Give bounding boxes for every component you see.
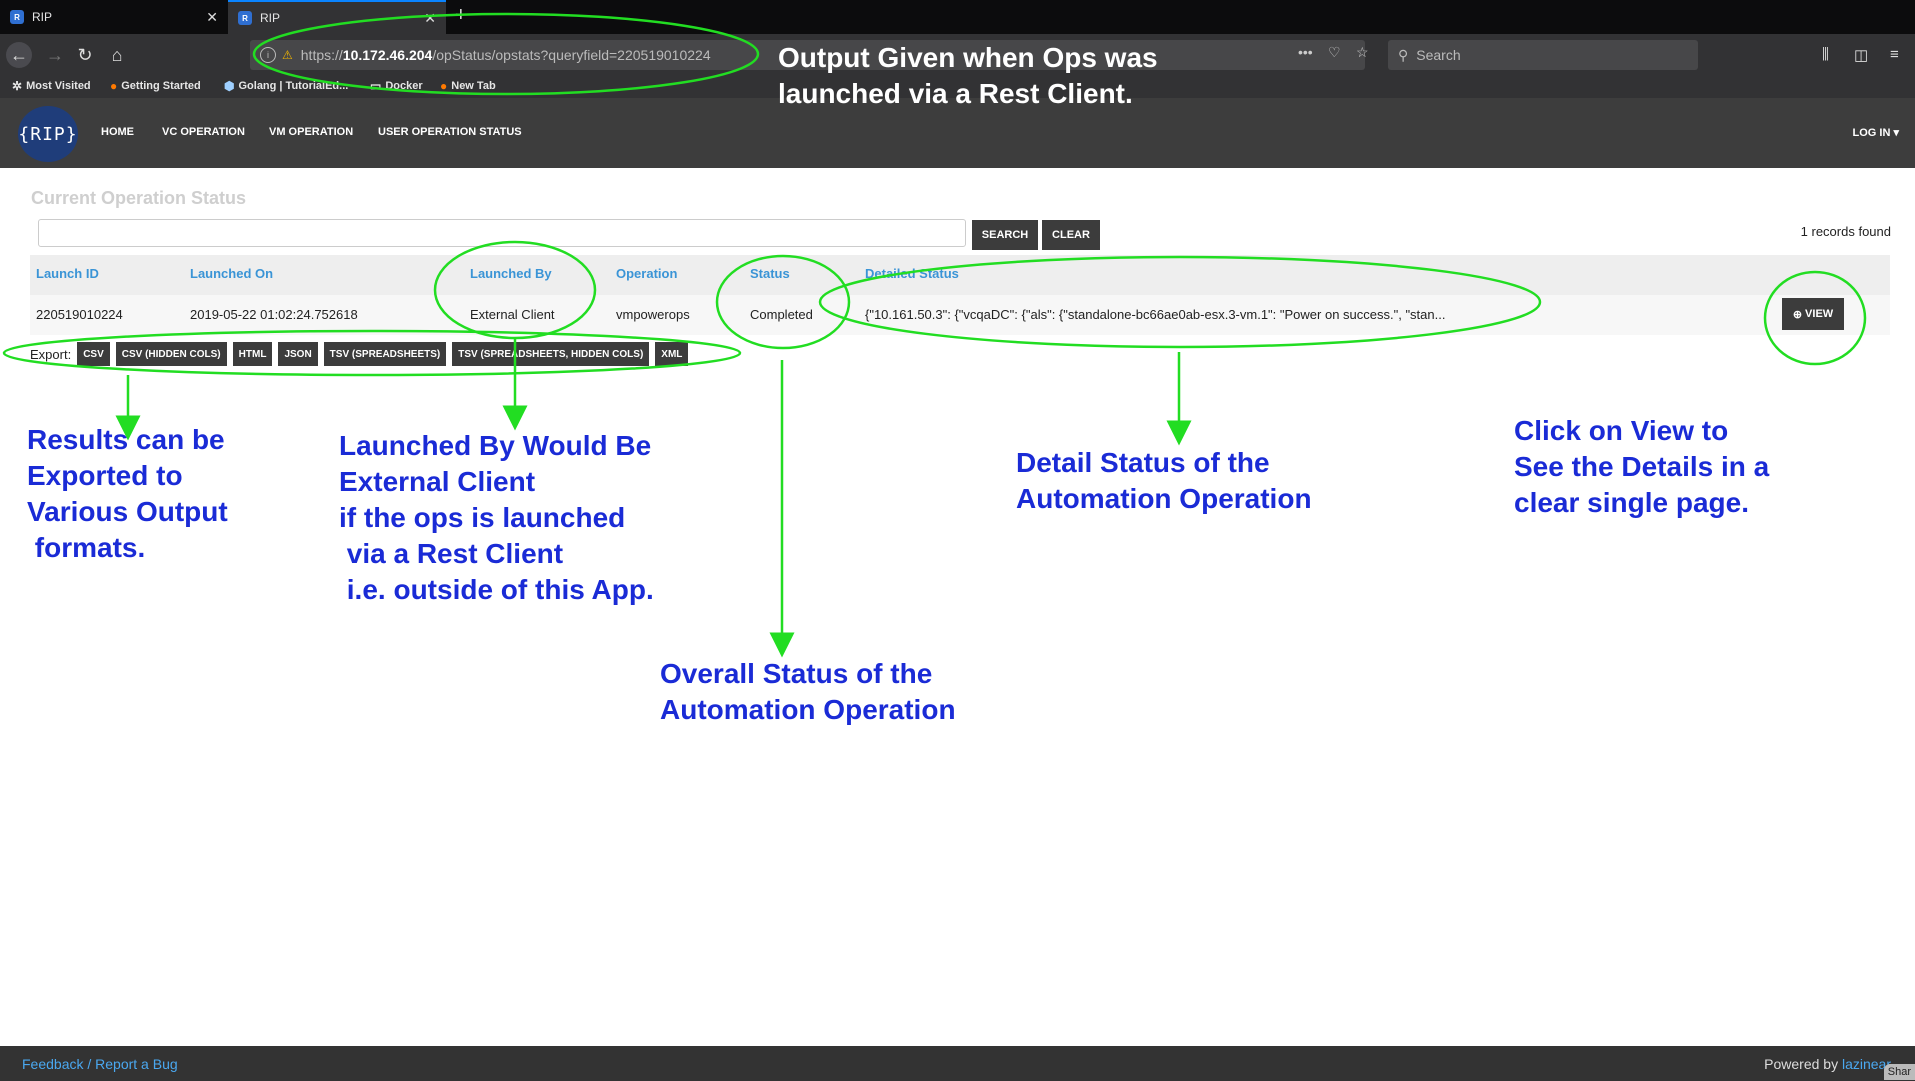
firefox-icon: ● (110, 79, 118, 93)
url-prefix: https:// (300, 47, 343, 63)
pocket-icon[interactable]: ♡ (1328, 44, 1341, 60)
bookmark-label: Docker (385, 80, 423, 92)
reload-icon[interactable]: ↻ (77, 44, 93, 65)
column-launched-on[interactable]: Launched On (190, 266, 274, 281)
gear-icon: ✲ (12, 79, 23, 93)
bookmark-golang[interactable]: ⬢ Golang | TutorialEd... (224, 79, 348, 93)
clear-button[interactable]: CLEAR (1042, 220, 1100, 250)
table-row: 220519010224 2019-05-22 01:02:24.752618 … (30, 295, 1890, 335)
cell-launched-by: External Client (470, 307, 555, 322)
column-detailed-status[interactable]: Detailed Status (865, 266, 959, 281)
search-icon: ⚲ (1398, 46, 1409, 63)
new-tab-button[interactable]: + (455, 4, 467, 26)
bookmark-label: Most Visited (26, 80, 91, 92)
powered-by-label: Powered by (1764, 1056, 1842, 1072)
home-icon[interactable]: ⌂ (111, 44, 123, 65)
bookmark-star-icon[interactable]: ☆ (1356, 44, 1369, 60)
zoom-icon: ⊕ (1792, 308, 1803, 321)
forward-arrow-icon[interactable]: → (46, 44, 64, 65)
rip-favicon-icon: R (10, 10, 24, 24)
back-arrow-icon[interactable]: ← (6, 42, 32, 68)
export-csv-button[interactable]: CSV (77, 342, 110, 366)
search-placeholder: Search (1416, 47, 1461, 63)
export-html-button[interactable]: HTML (232, 342, 273, 366)
export-row: Export: CSV CSV (HIDDEN COLS) HTML JSON … (30, 342, 694, 366)
annotation-overall-status: Overall Status of the Automation Operati… (660, 658, 956, 725)
annotation-detail-status: Detail Status of the Automation Operatio… (1016, 447, 1312, 514)
folder-icon: ▭ (370, 79, 382, 93)
menu-icon[interactable]: ≡ (1890, 46, 1899, 63)
tab-title: RIP (32, 10, 53, 24)
rip-favicon-icon: R (238, 11, 252, 25)
cell-status: Completed (750, 307, 813, 322)
table-header: Launch ID Launched On Launched By Operat… (30, 255, 1890, 295)
cell-detailed-status: {"10.161.50.3": {"vcqaDC": {"als": {"sta… (865, 307, 1446, 322)
browser-tab-active[interactable]: R RIP ✕ (228, 0, 446, 34)
page-footer: Feedback / Report a Bug Powered by lazin… (0, 1046, 1915, 1081)
cell-launched-on: 2019-05-22 01:02:24.752618 (190, 307, 358, 322)
info-icon[interactable]: i (260, 47, 276, 63)
export-tsv-button[interactable]: TSV (SPREADSHEETS) (323, 342, 447, 366)
powered-by: Powered by lazinear (1764, 1056, 1891, 1072)
sidebar-icon[interactable]: ◫ (1854, 47, 1869, 64)
annotation-launched-by: Launched By Would Be External Client if … (339, 430, 654, 605)
powered-by-link[interactable]: lazinear (1841, 1056, 1891, 1072)
column-status[interactable]: Status (750, 266, 790, 281)
firefox-icon: ● (440, 79, 448, 93)
column-launched-by[interactable]: Launched By (470, 266, 552, 281)
lock-warning-icon[interactable]: ⚠ (282, 48, 293, 62)
cell-launch-id: 220519010224 (36, 307, 123, 322)
browser-nav-bar: ← → ↻ ⌂ i ⚠ https:// 10.172.46.204 /opSt… (0, 34, 1915, 76)
bookmark-label: Golang | TutorialEd... (238, 80, 349, 92)
rip-logo[interactable]: {RIP} (18, 106, 78, 162)
browser-tab-bar: R RIP ✕ R RIP ✕ + (0, 0, 1915, 34)
nav-user-operation-status[interactable]: USER OPERATION STATUS (378, 126, 522, 138)
export-json-button[interactable]: JSON (278, 342, 318, 366)
bookmark-label: New Tab (451, 80, 496, 92)
records-count: 1 records found (1800, 224, 1891, 239)
url-path: /opStatus/opstats?queryfield=22051901022… (432, 47, 711, 63)
export-csv-hidden-cols-button[interactable]: CSV (HIDDEN COLS) (115, 342, 227, 366)
column-operation[interactable]: Operation (616, 266, 678, 281)
browser-tab[interactable]: R RIP ✕ (0, 0, 228, 34)
export-label: Export: (30, 346, 72, 362)
page-title: Current Operation Status (31, 188, 247, 208)
library-icon[interactable]: ⫼ (1822, 46, 1829, 63)
annotation-rest-client-output: Output Given when Ops was launched via a… (778, 42, 1158, 109)
cell-operation: vmpowerops (616, 307, 690, 322)
search-input[interactable] (38, 219, 966, 247)
bookmark-label: Getting Started (121, 80, 201, 92)
bookmark-new-tab[interactable]: ● New Tab (440, 79, 496, 93)
url-host: 10.172.46.204 (342, 47, 433, 63)
column-launch-id[interactable]: Launch ID (36, 266, 99, 281)
page-actions-icon[interactable]: ••• (1298, 44, 1313, 60)
view-button-label: VIEW (1805, 308, 1834, 320)
tab-title: RIP (260, 11, 281, 25)
bookmark-docker[interactable]: ▭ Docker (370, 79, 423, 93)
annotation-export: Results can be Exported to Various Outpu… (27, 424, 228, 563)
nav-home[interactable]: HOME (101, 126, 134, 138)
export-xml-button[interactable]: XML (655, 342, 689, 366)
annotation-view: Click on View to See the Details in a cl… (1514, 415, 1770, 518)
search-button[interactable]: SEARCH (972, 220, 1038, 250)
view-button[interactable]: ⊕ VIEW (1782, 298, 1844, 330)
browser-search-input[interactable]: ⚲ Search (1388, 40, 1698, 70)
app-header: {RIP} HOME VC OPERATION VM OPERATION USE… (0, 98, 1915, 168)
close-icon[interactable]: ✕ (206, 8, 218, 25)
bookmark-getting-started[interactable]: ● Getting Started (110, 79, 201, 93)
feedback-link[interactable]: Feedback / Report a Bug (22, 1056, 178, 1072)
export-tsv-hidden-cols-button[interactable]: TSV (SPREADSHEETS, HIDDEN COLS) (452, 342, 650, 366)
close-icon[interactable]: ✕ (424, 9, 436, 26)
nav-vc-operation[interactable]: VC OPERATION (162, 126, 245, 138)
hexagon-icon: ⬢ (224, 79, 235, 93)
login-dropdown[interactable]: LOG IN ▾ (1852, 127, 1899, 139)
bookmark-most-visited[interactable]: ✲ Most Visited (12, 79, 91, 93)
share-tab[interactable]: Shar (1883, 1064, 1915, 1080)
nav-vm-operation[interactable]: VM OPERATION (269, 126, 354, 138)
